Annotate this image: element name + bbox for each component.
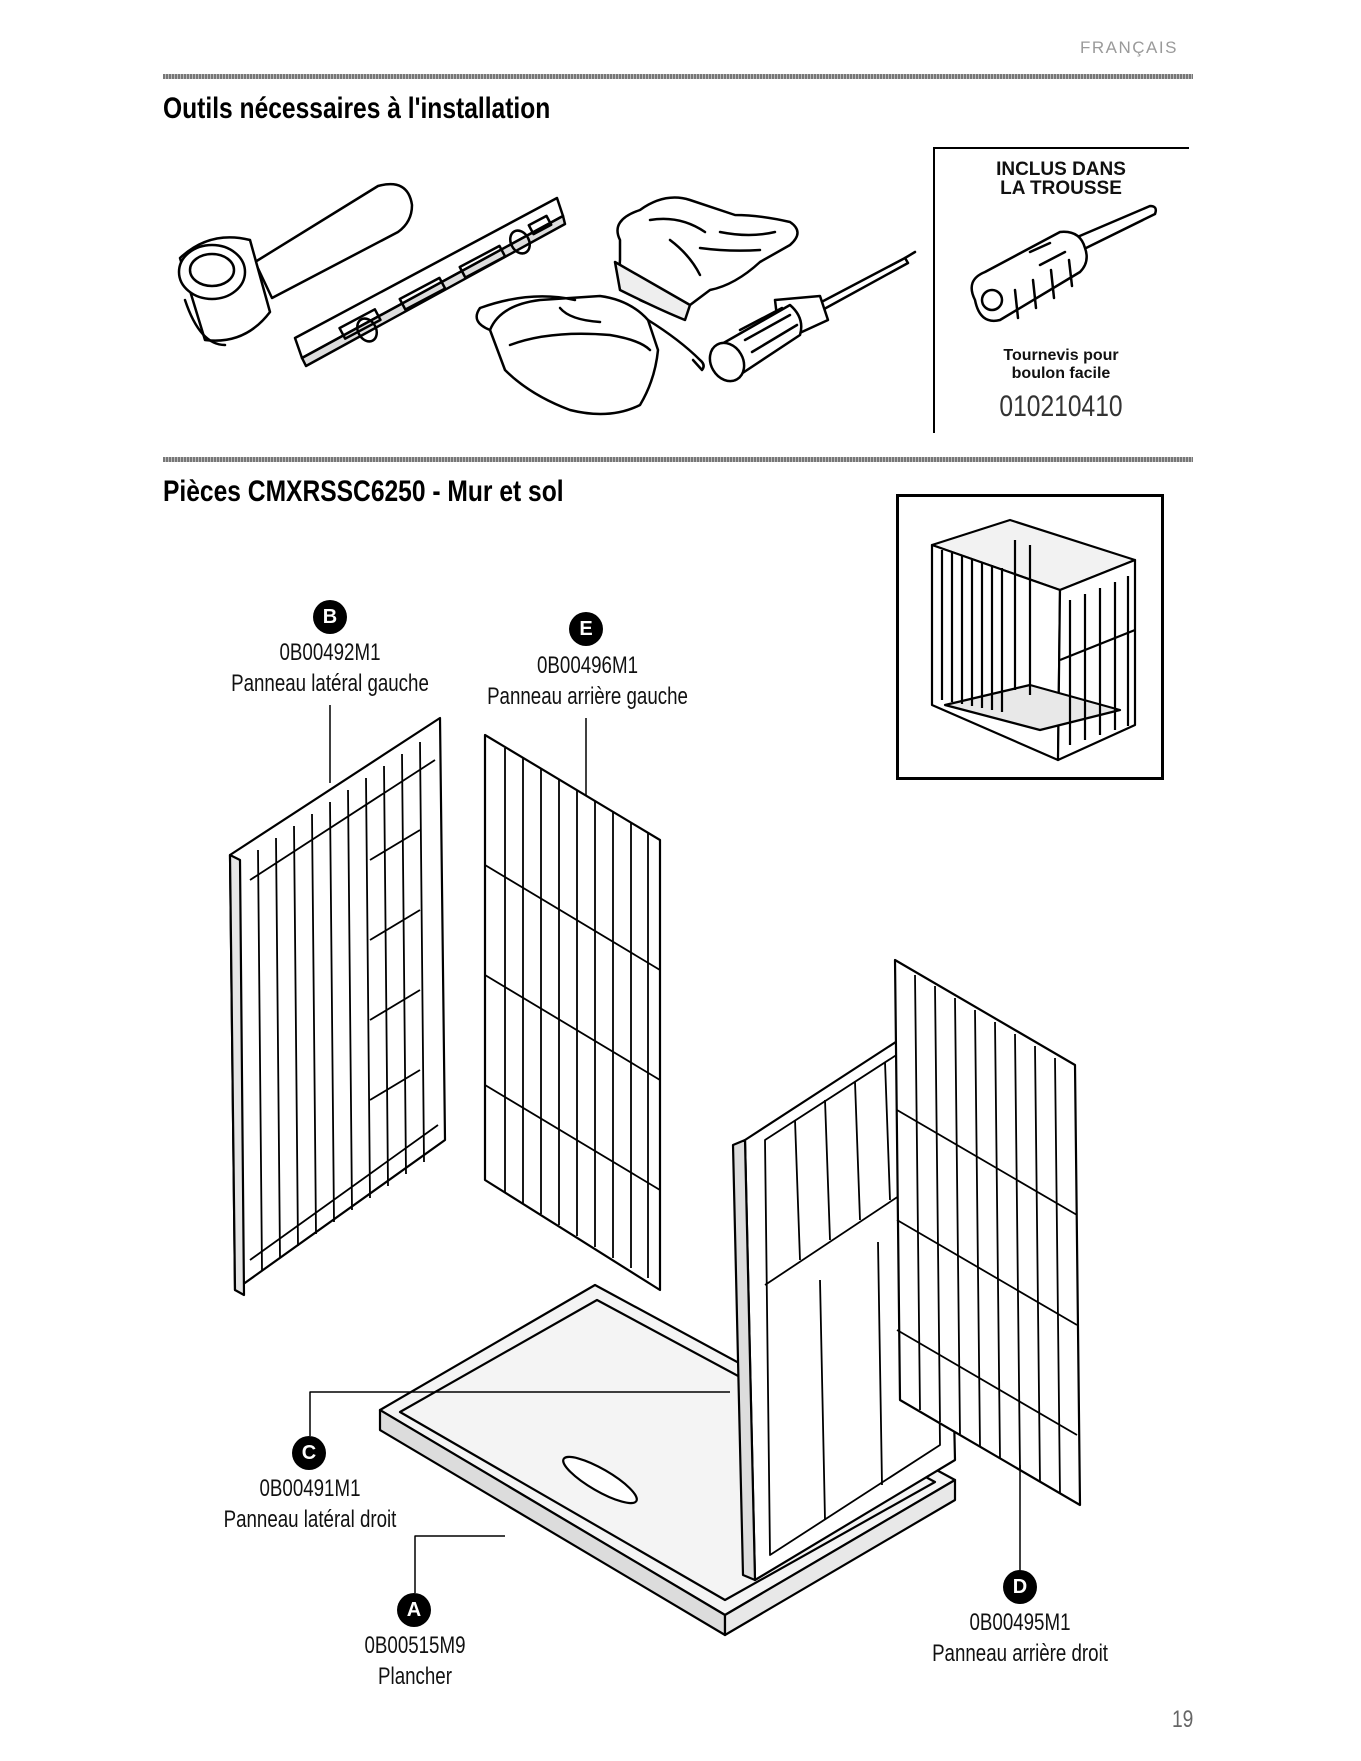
gloves-icon [613,196,799,322]
part-badge-d: D [1003,1570,1037,1604]
page-number: 19 [1172,1706,1194,1733]
leader-lines [309,705,1021,1593]
top-divider [163,74,1193,79]
assembled-preview-box [896,494,1164,780]
panel-e-illustration [483,733,662,1292]
part-name-a: Plancher [378,1663,452,1690]
part-code-a: 0B00515M9 [364,1632,466,1659]
part-badge-c: C [292,1436,326,1470]
part-badge-b: B [313,600,347,634]
part-name-b: Panneau latéral gauche [231,670,429,697]
part-name-d: Panneau arrière droit [932,1640,1108,1667]
kit-tool-name: Tournevis pour boulon facile [933,347,1189,383]
mallet-icon [177,182,414,347]
part-callout-b: 0B00492M1 Panneau latéral gauche [221,637,439,699]
part-name-c: Panneau latéral droit [223,1506,397,1533]
panel-b-illustration [228,716,447,1297]
kit-tool-name-line1: Tournevis pour [1003,347,1119,364]
kit-title-line1: INCLUS DANS [996,159,1126,180]
easy-bolt-driver-icon [970,204,1158,323]
part-badge-a: A [397,1593,431,1627]
preview-shed-icon [930,518,1137,762]
kit-part-code: 010210410 [999,390,1123,423]
part-code-b: 0B00492M1 [279,639,381,666]
kit-tool-name-line2: boulon facile [1011,365,1111,382]
kit-included-box [933,147,1189,433]
level-icon [293,196,567,368]
middle-divider [163,457,1193,462]
part-callout-a: 0B00515M9 Plancher [325,1630,504,1692]
part-callout-c: 0B00491M1 Panneau latéral droit [201,1473,419,1535]
kit-title: INCLUS DANS LA TROUSSE [933,160,1189,198]
parts-section-title: Pièces CMXRSSC6250 - Mur et sol [163,475,564,508]
part-code-d: 0B00495M1 [969,1609,1071,1636]
kit-title-line2: LA TROUSSE [1000,178,1122,199]
tools-section-title: Outils nécessaires à l'installation [163,92,551,125]
part-code-c: 0B00491M1 [259,1475,361,1502]
language-label: FRANÇAIS [1080,38,1178,57]
part-badge-e: E [569,612,603,646]
part-name-e: Panneau arrière gauche [487,683,688,710]
part-callout-d: 0B00495M1 Panneau arrière droit [911,1607,1129,1669]
screwdriver-icon [708,250,917,383]
part-code-e: 0B00496M1 [537,652,638,679]
panel-d-illustration [893,958,1082,1507]
safety-glasses-icon [475,294,705,416]
part-callout-e: 0B00496M1 Panneau arrière gauche [472,650,702,712]
